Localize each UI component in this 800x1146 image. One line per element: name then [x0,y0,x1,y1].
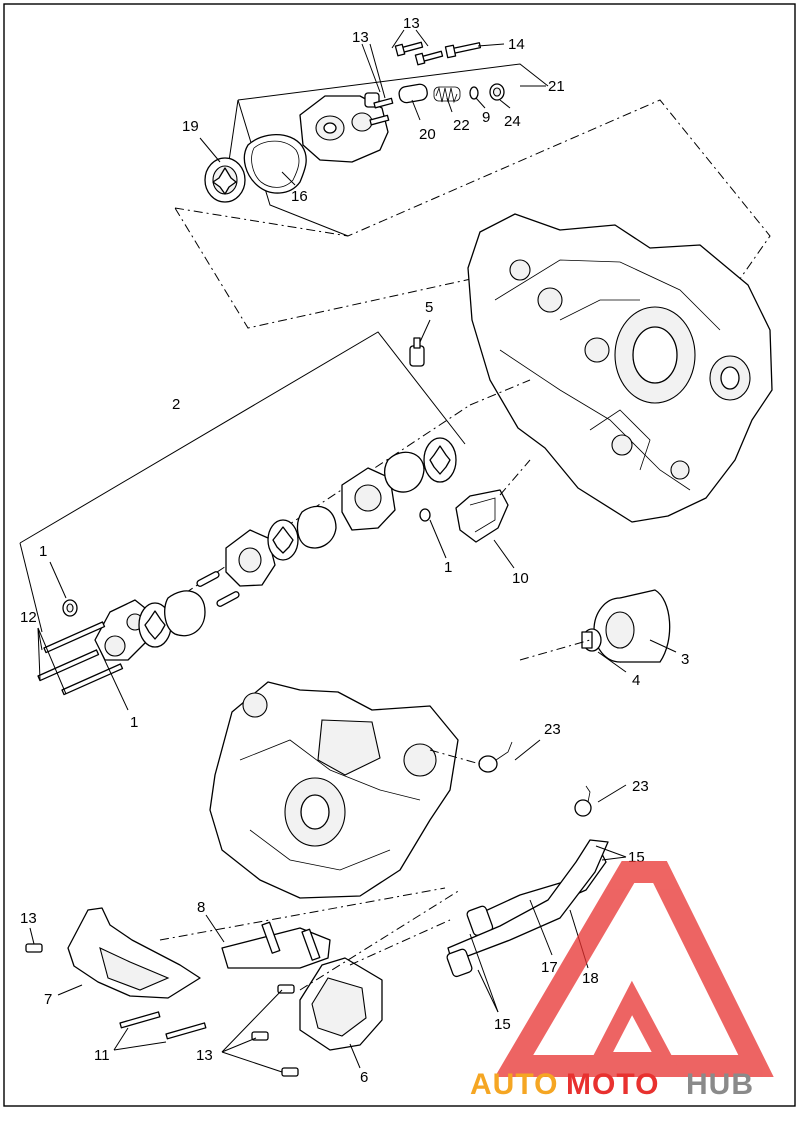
part-6-oil-cooler [299,957,383,1051]
part-23-fitting-a [478,741,513,773]
callout-14: 14 [508,36,525,53]
callout-13: 13 [352,29,369,46]
part-20-piston [398,83,428,104]
callout-19: 19 [182,118,199,135]
callout-13: 13 [196,1047,213,1064]
part-9-retaining-ring [469,86,479,100]
part-18-oil-line [446,839,609,978]
part-16-gasket [243,134,307,194]
callout-16: 16 [291,188,308,205]
bolts-11 [119,1011,207,1040]
diagram-border [3,3,796,1107]
watermark-hub: HUB [686,1068,754,1101]
part-1-washer-b [419,508,431,522]
part-14-bolt [444,42,482,59]
crankcase-right-half [467,213,773,523]
part-4-adapter [581,628,602,652]
automotohub-watermark: AUTO MOTO HUB [470,861,774,1101]
callout-15: 15 [494,1016,511,1033]
part-8-bracket [221,921,331,969]
axis-filter [519,639,591,661]
part-22-spring [433,86,461,104]
callout-13: 13 [20,910,37,927]
watermark-moto: MOTO [566,1068,659,1101]
part-pump-cover [94,599,151,661]
callout-6: 6 [360,1069,368,1086]
part-gasket-2 [296,505,337,549]
callout-11: 11 [94,1047,110,1064]
callout-17: 17 [541,959,558,976]
part-3-oil-filter [593,589,671,663]
group-2-bracket [19,331,466,633]
axis-23 [429,749,481,765]
callout-21: 21 [548,78,565,95]
axis-10 [499,459,531,496]
callout-4: 4 [632,672,640,689]
callout-18: 18 [582,970,599,987]
callout-2: 2 [172,396,180,413]
part-gasket-1 [164,590,206,637]
group-2-axis [89,379,531,657]
part-21-pump-housing [299,92,389,163]
callout-10: 10 [512,570,529,587]
part-pump-upper-housing [341,467,396,531]
callout-1: 1 [39,543,47,560]
part-23-fitting-b [574,785,592,817]
callout-3: 3 [681,651,689,668]
callout-7: 7 [44,991,52,1008]
part-gerotor-3 [423,437,457,483]
callout-23: 23 [632,778,649,795]
part-gasket-3 [383,451,425,493]
part-19-gerotor [204,157,246,203]
callout-1: 1 [444,559,452,576]
part-7-cover [67,907,201,999]
callout-12: 12 [20,609,37,626]
callout-8: 8 [197,899,205,916]
part-10-bracket [455,489,509,543]
callout-22: 22 [453,117,470,134]
callout-labels: 13 13 14 21 19 20 22 9 24 16 5 2 1 12 1 … [20,15,689,1086]
part-5-fitting [409,337,425,367]
callout-23: 23 [544,721,561,738]
bolts-12 [37,621,124,696]
part-pins [196,571,240,607]
lower-assembly-axes [159,887,461,991]
part-pump-mid-housing [225,529,276,587]
callout-9: 9 [482,109,490,126]
part-1-washer-a [62,599,78,617]
callout-24: 24 [504,113,521,130]
watermark-auto: AUTO [470,1068,558,1101]
part-gerotor-2 [267,519,299,561]
callout-20: 20 [419,126,436,143]
callout-1: 1 [130,714,138,731]
leader-lines [29,29,677,1073]
bolts-13-top [369,41,444,126]
automotohub-logo [494,861,774,1077]
callout-5: 5 [425,299,433,316]
callout-13: 13 [403,15,420,32]
part-24-plug [489,83,505,101]
crankcase-left-half [209,681,459,899]
